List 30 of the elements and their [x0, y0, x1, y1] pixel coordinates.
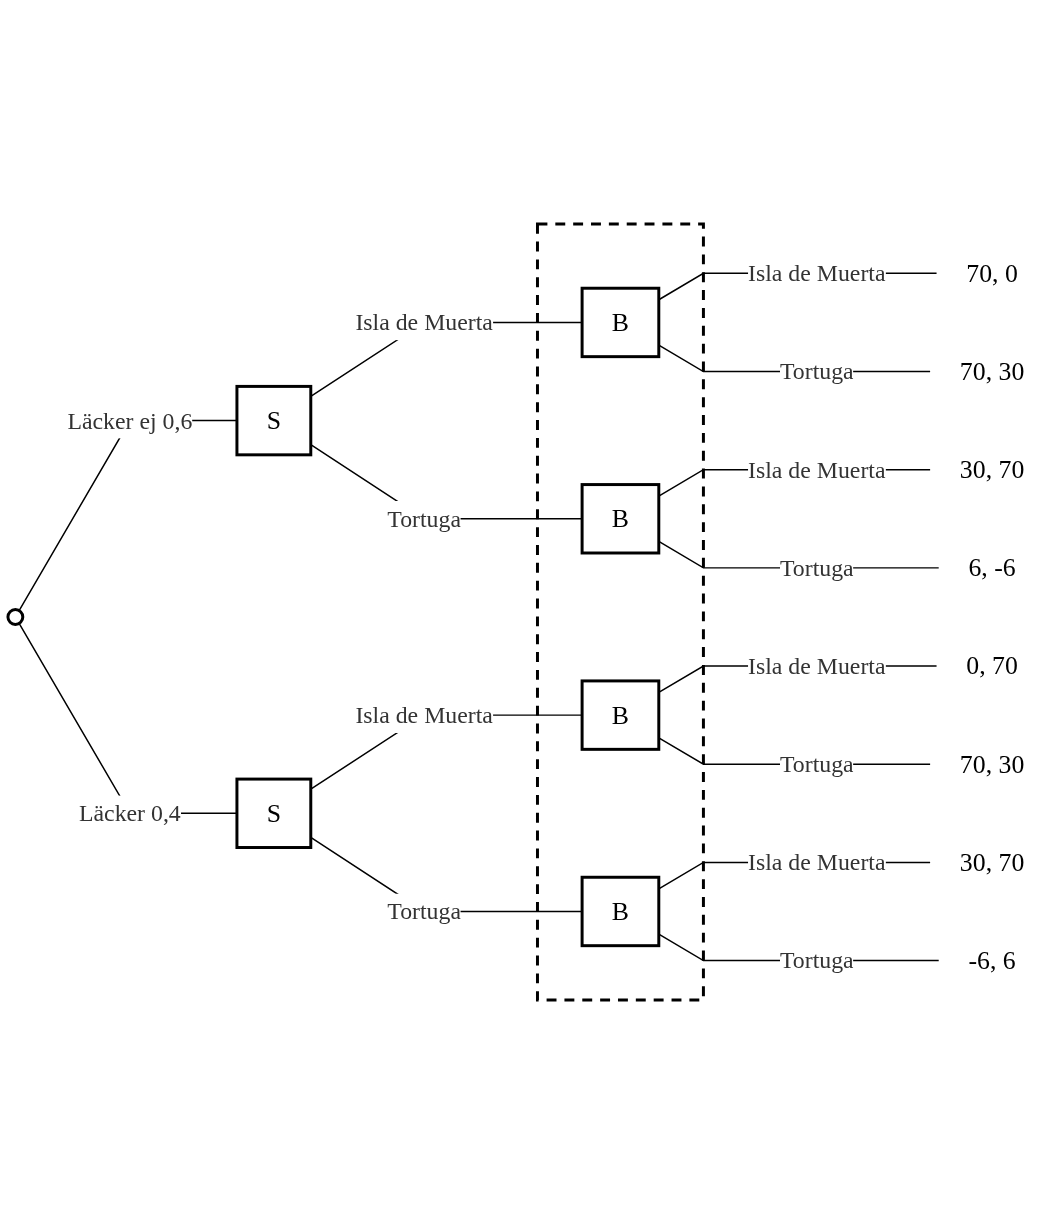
node-text: -6, 6: [968, 946, 1016, 975]
edge-label: Tortuga: [779, 554, 854, 581]
node-text: 30, 70: [959, 848, 1025, 877]
edge-label: Tortuga: [779, 358, 854, 385]
edge-label: Tortuga: [387, 898, 461, 925]
node-box: B: [580, 875, 661, 948]
node-box: B: [580, 483, 661, 555]
node-text: 30, 70: [959, 455, 1025, 485]
edge-label: Isla de Muerta: [748, 260, 886, 287]
node-text: 6, -6: [968, 553, 1016, 583]
edge-label: Läcker ej 0,6: [67, 407, 193, 434]
node-box: B: [580, 679, 661, 751]
node-text: 70, 30: [959, 749, 1025, 779]
node-box: B: [580, 286, 661, 359]
edge-label: Isla de Muerta: [355, 309, 493, 336]
edge-label: Tortuga: [387, 505, 461, 532]
edge-label: Tortuga: [779, 947, 854, 974]
edge-label: Isla de Muerta: [355, 702, 493, 729]
node-text: 70, 30: [959, 357, 1025, 386]
node-box: S: [235, 384, 313, 457]
edge-label: Tortuga: [779, 751, 854, 778]
node-text: 70, 0: [966, 258, 1018, 288]
edge-label: Isla de Muerta: [748, 653, 886, 679]
edge-label: Isla de Muerta: [748, 456, 886, 483]
edge-label: Isla de Muerta: [748, 849, 886, 876]
edge-label: Läcker 0,4: [79, 800, 181, 827]
cluster: [536, 222, 705, 1002]
node-box: S: [235, 777, 313, 849]
node-circle: [6, 608, 25, 626]
node-text: 0, 70: [966, 651, 1018, 681]
